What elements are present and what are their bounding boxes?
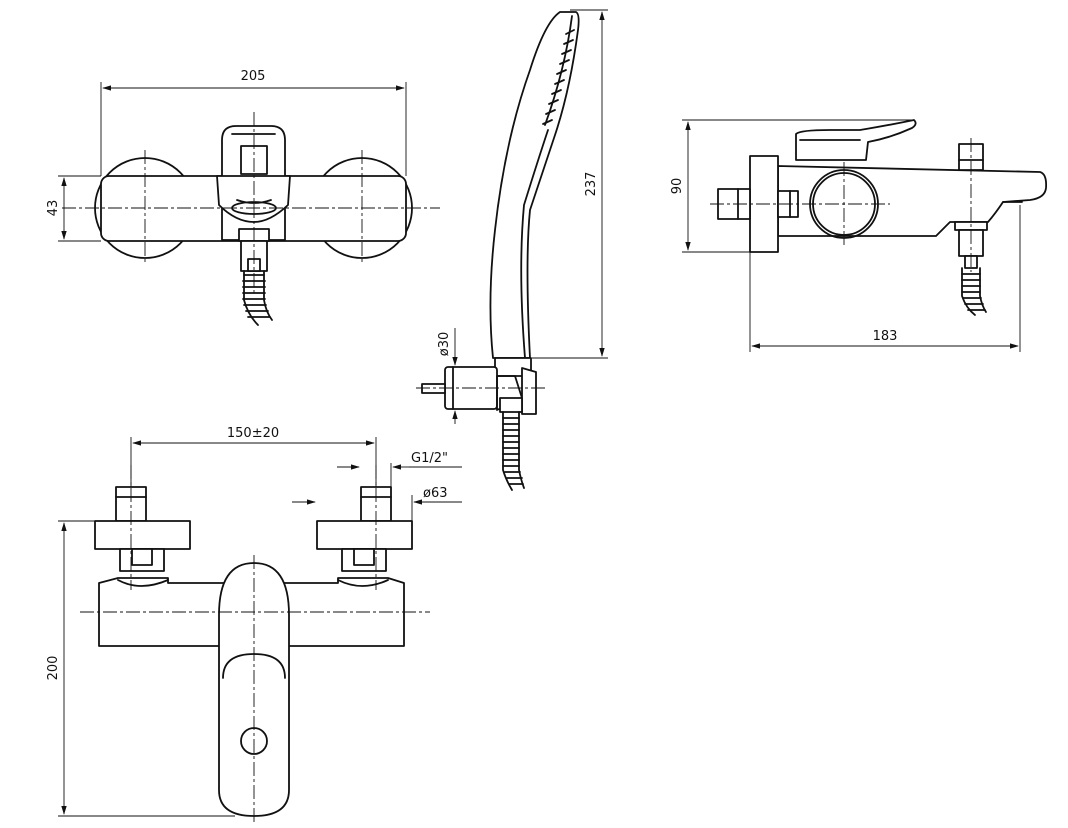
top-view: 205 43 bbox=[46, 69, 440, 326]
dim-flange-diameter: ø63 bbox=[423, 486, 448, 501]
shower-handle bbox=[489, 11, 580, 359]
hand-shower-view: 237 ø30 bbox=[416, 9, 608, 491]
dim-thread: G1/2" bbox=[411, 451, 448, 466]
side-view: 90 183 bbox=[670, 119, 1048, 352]
dim-inlet-spacing: 150±20 bbox=[227, 426, 279, 441]
shower-nozzles bbox=[542, 29, 575, 125]
dim-hand-shower-length: 237 bbox=[584, 172, 599, 197]
dim-front-height: 200 bbox=[46, 656, 61, 681]
dim-side-depth: 183 bbox=[873, 329, 898, 344]
dim-holder-diameter: ø30 bbox=[437, 332, 452, 357]
dim-top-height: 43 bbox=[46, 200, 61, 217]
left-flange bbox=[94, 520, 191, 550]
dim-side-height: 90 bbox=[670, 178, 685, 195]
right-flange bbox=[316, 520, 413, 550]
front-view: 150±20 G1/2" ø63 200 bbox=[46, 426, 462, 822]
dim-top-width: 205 bbox=[241, 69, 266, 84]
